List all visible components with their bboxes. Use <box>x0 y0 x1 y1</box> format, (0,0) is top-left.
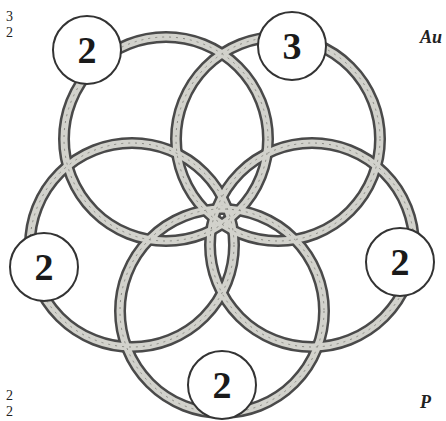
ring-number: 2 <box>78 31 97 69</box>
number-circle: 2 <box>51 14 123 86</box>
ring-number: 2 <box>213 366 232 404</box>
margin-text: Au <box>420 28 442 46</box>
ring-number: 2 <box>391 243 410 281</box>
number-circle: 3 <box>256 10 328 82</box>
margin-text: P <box>420 393 431 411</box>
margin-text: 2 <box>6 405 13 419</box>
ring-number: 3 <box>283 27 302 65</box>
number-circle: 2 <box>364 226 436 298</box>
margin-text: 3 <box>6 10 13 24</box>
number-circle: 2 <box>186 349 258 421</box>
number-circle: 2 <box>8 231 80 303</box>
margin-text: 2 <box>6 26 13 40</box>
margin-text: 2 <box>6 389 13 403</box>
ring-number: 2 <box>35 248 54 286</box>
